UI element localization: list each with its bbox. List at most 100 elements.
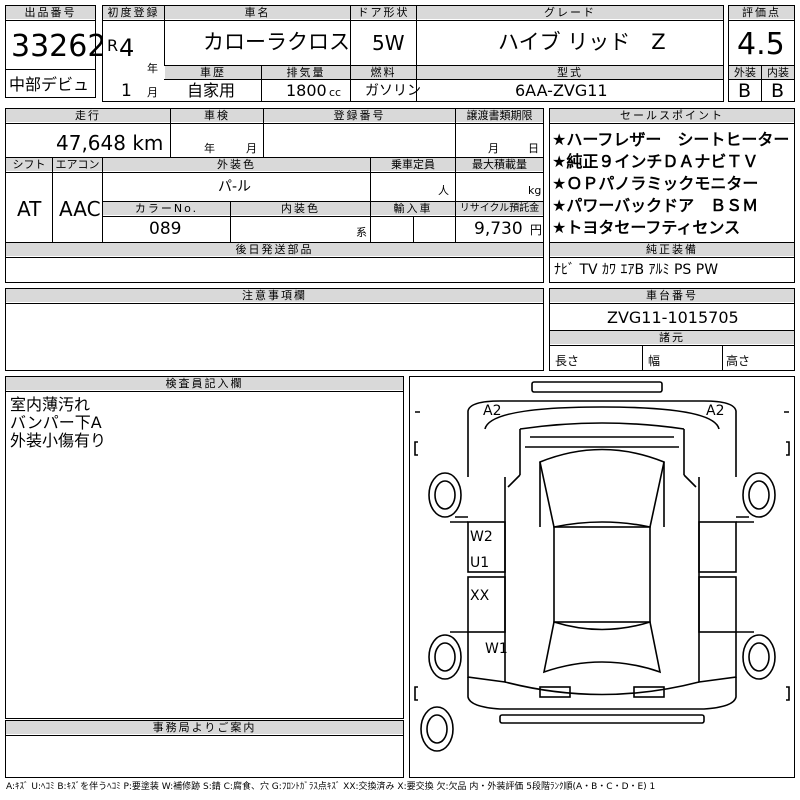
first-reg-month: 1	[121, 81, 132, 101]
rear-step	[499, 714, 705, 724]
sales-point-3: ★ＯＰパノラミックモニター	[552, 174, 759, 193]
model-label: 型式	[417, 66, 723, 79]
score-label: 評価点	[729, 6, 794, 19]
shift: AT	[17, 197, 42, 221]
notes-label: 注意事項欄	[6, 289, 543, 302]
wheel-rear-left	[428, 634, 462, 680]
hood-front	[484, 406, 720, 430]
spare-wheel	[420, 706, 454, 752]
displacement: 1800	[286, 81, 327, 100]
rear-bumper	[467, 677, 737, 710]
sales-point-1: ★ハーフレザー シートヒーター	[552, 130, 790, 149]
month-unit: 月	[147, 86, 158, 99]
lot-label: 出品番号	[6, 6, 95, 19]
dims-label: 諸元	[550, 331, 794, 344]
grade: ハイブ リッド Z	[498, 30, 666, 54]
era: R	[107, 36, 119, 55]
front-bumper	[467, 400, 737, 429]
equipment-label: 純正装備	[550, 243, 794, 256]
sales-point-2: ★純正９インチＤＡナビＴＶ	[552, 152, 759, 171]
sales-points-label: セールスポイント	[550, 109, 794, 122]
color-label: 外装色	[103, 158, 370, 171]
transfer-doc-label: 譲渡書類期限	[456, 109, 543, 122]
chassis-number: ZVG11-1015705	[607, 308, 739, 327]
wheel-front-left	[428, 472, 462, 518]
inspector-line-2: バンパー下A	[10, 413, 102, 432]
trunk	[504, 681, 700, 696]
history: 自家用	[187, 81, 236, 100]
mileage: 47,648 km	[56, 131, 164, 155]
capacity-label: 乗車定員	[371, 158, 455, 171]
recycle-label: リサイクル預託金	[456, 202, 543, 215]
rear-door-left	[467, 576, 506, 633]
mark-front-right: A2	[706, 403, 724, 419]
inspection-year-unit: 年	[204, 142, 215, 155]
hood	[519, 422, 685, 430]
mark-rear-door: XX	[470, 588, 490, 604]
mark-quarter: W1	[485, 641, 508, 657]
main-header-box: 初度登録 車名 ドア形状 グレード R 4 年 カローラクロス 5W ハイブ リ…	[102, 5, 724, 102]
door-type: 5W	[372, 31, 405, 55]
inspector-line-3: 外装小傷有り	[10, 431, 107, 450]
inspector-label: 検査員記入欄	[6, 377, 403, 390]
interior-color-label: 内装色	[231, 202, 370, 215]
height-label: 高さ	[726, 354, 751, 368]
chassis-box: 車台番号 ZVG11-1015705 諸元 長さ 幅 高さ	[549, 288, 795, 371]
transfer-month-unit: 月	[488, 142, 499, 155]
transfer-day-unit: 日	[528, 142, 539, 155]
inspection-label: 車検	[171, 109, 263, 122]
first-reg-label: 初度登録	[103, 6, 164, 19]
specs-box: 走行 車検 登録番号 譲渡書類期限 47,648 km 年 月 月 日 シフト …	[5, 108, 544, 283]
model: 6AA-ZVG11	[515, 81, 608, 100]
lot-number: 33262	[11, 29, 107, 64]
office-label: 事務局よりご案内	[6, 721, 403, 734]
displacement-label: 排気量	[262, 66, 350, 79]
history-label: 車歴	[165, 66, 261, 79]
grade-label: グレード	[417, 6, 723, 19]
later-parts-label: 後日発送部品	[6, 243, 543, 256]
exterior-color: パ-ル	[218, 179, 252, 195]
max-load-unit: kg	[528, 184, 542, 197]
legend: A:ｷｽﾞ U:ﾍｺﾐ B:ｷｽﾞを伴うﾍｺﾐ P:要塗装 W:補修跡 S:錆 …	[6, 782, 656, 792]
mark-front-left: A2	[483, 403, 501, 419]
exterior-grade: B	[738, 80, 752, 102]
inspection-month-unit: 月	[246, 142, 257, 155]
front-door-left	[467, 521, 506, 573]
rear-door-right	[698, 576, 737, 633]
exterior-label: 外装	[729, 66, 761, 79]
wheel-rear-right	[742, 634, 776, 680]
event-name: 中部デビュ	[9, 75, 90, 94]
recycle-amount: 9,730	[474, 219, 523, 239]
car-name: カローラクロス	[203, 30, 350, 54]
year-unit: 年	[147, 62, 158, 75]
notes-box: 注意事項欄	[5, 288, 544, 371]
ac: AAC	[59, 197, 101, 221]
wheel-front-right	[742, 472, 776, 518]
tail-light-left	[539, 686, 571, 698]
fuel-label: 燃料	[351, 66, 416, 79]
capacity-unit: 人	[438, 184, 449, 197]
score-box: 評価点 4.5 外装 内装 B B	[728, 5, 795, 102]
sales-point-4: ★パワーバックドア ＢＳＭ	[552, 196, 759, 215]
color-no: 089	[149, 219, 182, 239]
chassis-label: 車台番号	[550, 289, 794, 302]
tail-light-right	[633, 686, 665, 698]
interior-color-unit: 系	[356, 226, 367, 239]
car-diagram-box: A2 A2 W2 U1 XX W1	[409, 376, 795, 778]
sales-points-box: セールスポイント ★ハーフレザー シートヒーター ★純正９インチＤＡナビＴＶ ★…	[549, 108, 795, 283]
recycle-unit: 円	[530, 223, 543, 237]
lot-box: 出品番号 33262 中部デビュ	[5, 5, 106, 98]
office-box: 事務局よりご案内	[5, 720, 404, 778]
mark-front-door-2: U1	[470, 555, 489, 571]
mileage-label: 走行	[6, 109, 170, 122]
fuel: ガソリン	[365, 83, 421, 99]
interior-grade: B	[771, 80, 785, 102]
roof	[553, 526, 651, 623]
ac-label: エアコン	[53, 158, 102, 171]
front-bumper-top	[531, 381, 663, 393]
reg-no-label: 登録番号	[264, 109, 455, 122]
first-reg-year: 4	[119, 34, 135, 62]
width-label: 幅	[648, 354, 661, 368]
max-load-label: 最大積載量	[456, 158, 543, 171]
inspector-line-1: 室内薄汚れ	[10, 395, 91, 414]
